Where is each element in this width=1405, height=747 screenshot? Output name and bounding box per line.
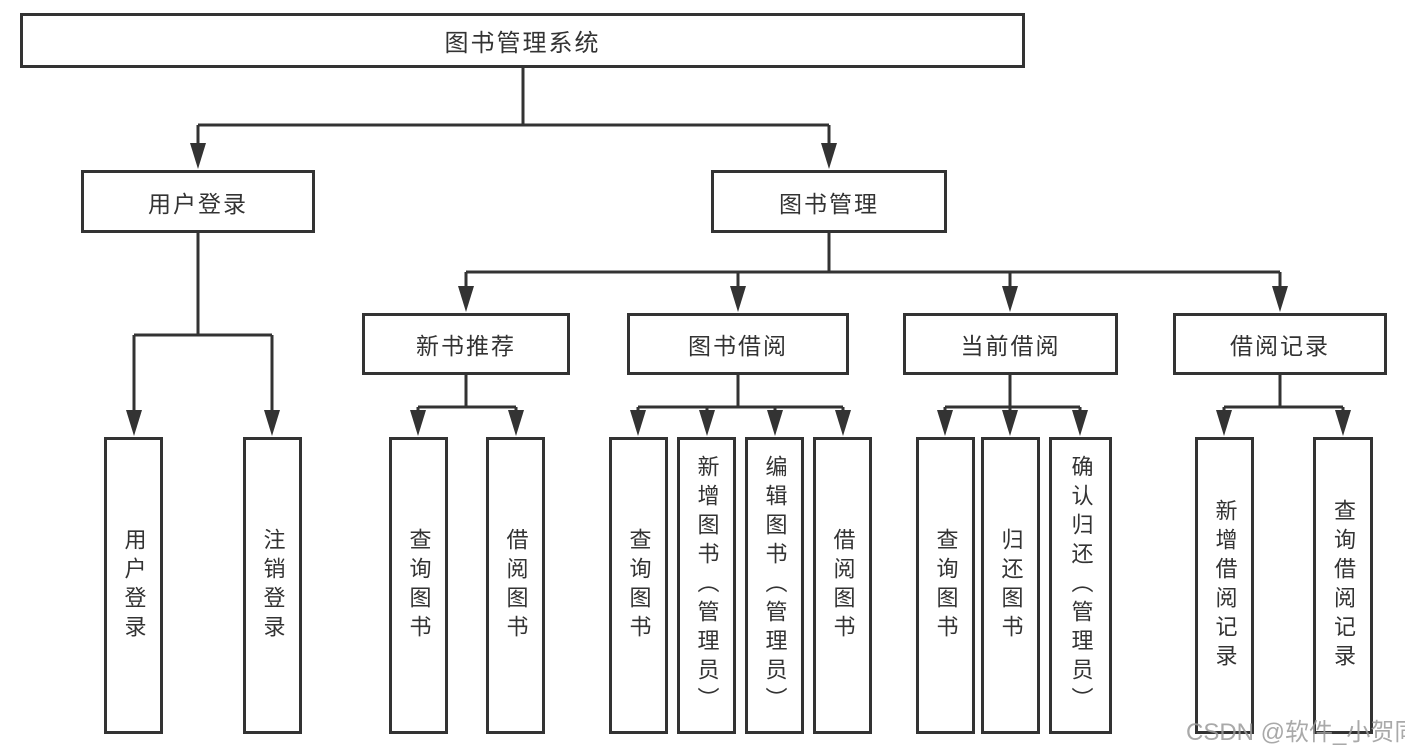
leaf-query-books-recommend: 查询图书 bbox=[389, 437, 448, 734]
arrowhead bbox=[126, 410, 142, 436]
leaf-return-book: 归还图书 bbox=[981, 437, 1040, 734]
arrowhead bbox=[730, 286, 746, 312]
arrowhead bbox=[1002, 286, 1018, 312]
arrowhead bbox=[699, 410, 715, 436]
arrowhead bbox=[767, 410, 783, 436]
node-new-book-recommend: 新书推荐 bbox=[362, 313, 570, 375]
arrowhead bbox=[937, 410, 953, 436]
node-user-login: 用户登录 bbox=[81, 170, 315, 233]
leaf-add-book-admin: 新增图书（管理员） bbox=[677, 437, 736, 734]
node-book-borrowing: 图书借阅 bbox=[627, 313, 849, 375]
arrowhead bbox=[1002, 410, 1018, 436]
node-book-management: 图书管理 bbox=[711, 170, 947, 233]
arrowhead bbox=[458, 286, 474, 312]
leaf-borrow-books-borrowing: 借阅图书 bbox=[813, 437, 872, 734]
leaf-borrow-books-recommend: 借阅图书 bbox=[486, 437, 545, 734]
arrowhead bbox=[630, 410, 646, 436]
leaf-user-login: 用户登录 bbox=[104, 437, 163, 734]
arrowhead bbox=[835, 410, 851, 436]
arrowhead bbox=[410, 410, 426, 436]
watermark: CSDN @软件_小贺同学 bbox=[1186, 719, 1405, 746]
leaf-confirm-return-admin: 确认归还（管理员） bbox=[1049, 437, 1112, 734]
connector-path bbox=[132, 68, 1345, 412]
leaf-edit-book-admin: 编辑图书（管理员） bbox=[745, 437, 804, 734]
arrowhead bbox=[264, 410, 280, 436]
arrowhead bbox=[1072, 410, 1088, 436]
node-library-management-system: 图书管理系统 bbox=[20, 13, 1025, 68]
arrowhead bbox=[821, 143, 837, 169]
node-borrowing-records: 借阅记录 bbox=[1173, 313, 1387, 375]
leaf-query-borrow-record: 查询借阅记录 bbox=[1313, 437, 1373, 734]
arrowhead bbox=[508, 410, 524, 436]
leaf-add-borrow-record: 新增借阅记录 bbox=[1195, 437, 1254, 734]
arrowhead bbox=[190, 143, 206, 169]
leaf-query-books-borrowing: 查询图书 bbox=[609, 437, 668, 734]
leaf-logout: 注销登录 bbox=[243, 437, 302, 734]
node-current-borrowing: 当前借阅 bbox=[903, 313, 1118, 375]
arrowhead bbox=[1335, 410, 1351, 436]
arrowhead bbox=[1272, 286, 1288, 312]
leaf-query-books-current: 查询图书 bbox=[916, 437, 975, 734]
arrowhead bbox=[1216, 410, 1232, 436]
